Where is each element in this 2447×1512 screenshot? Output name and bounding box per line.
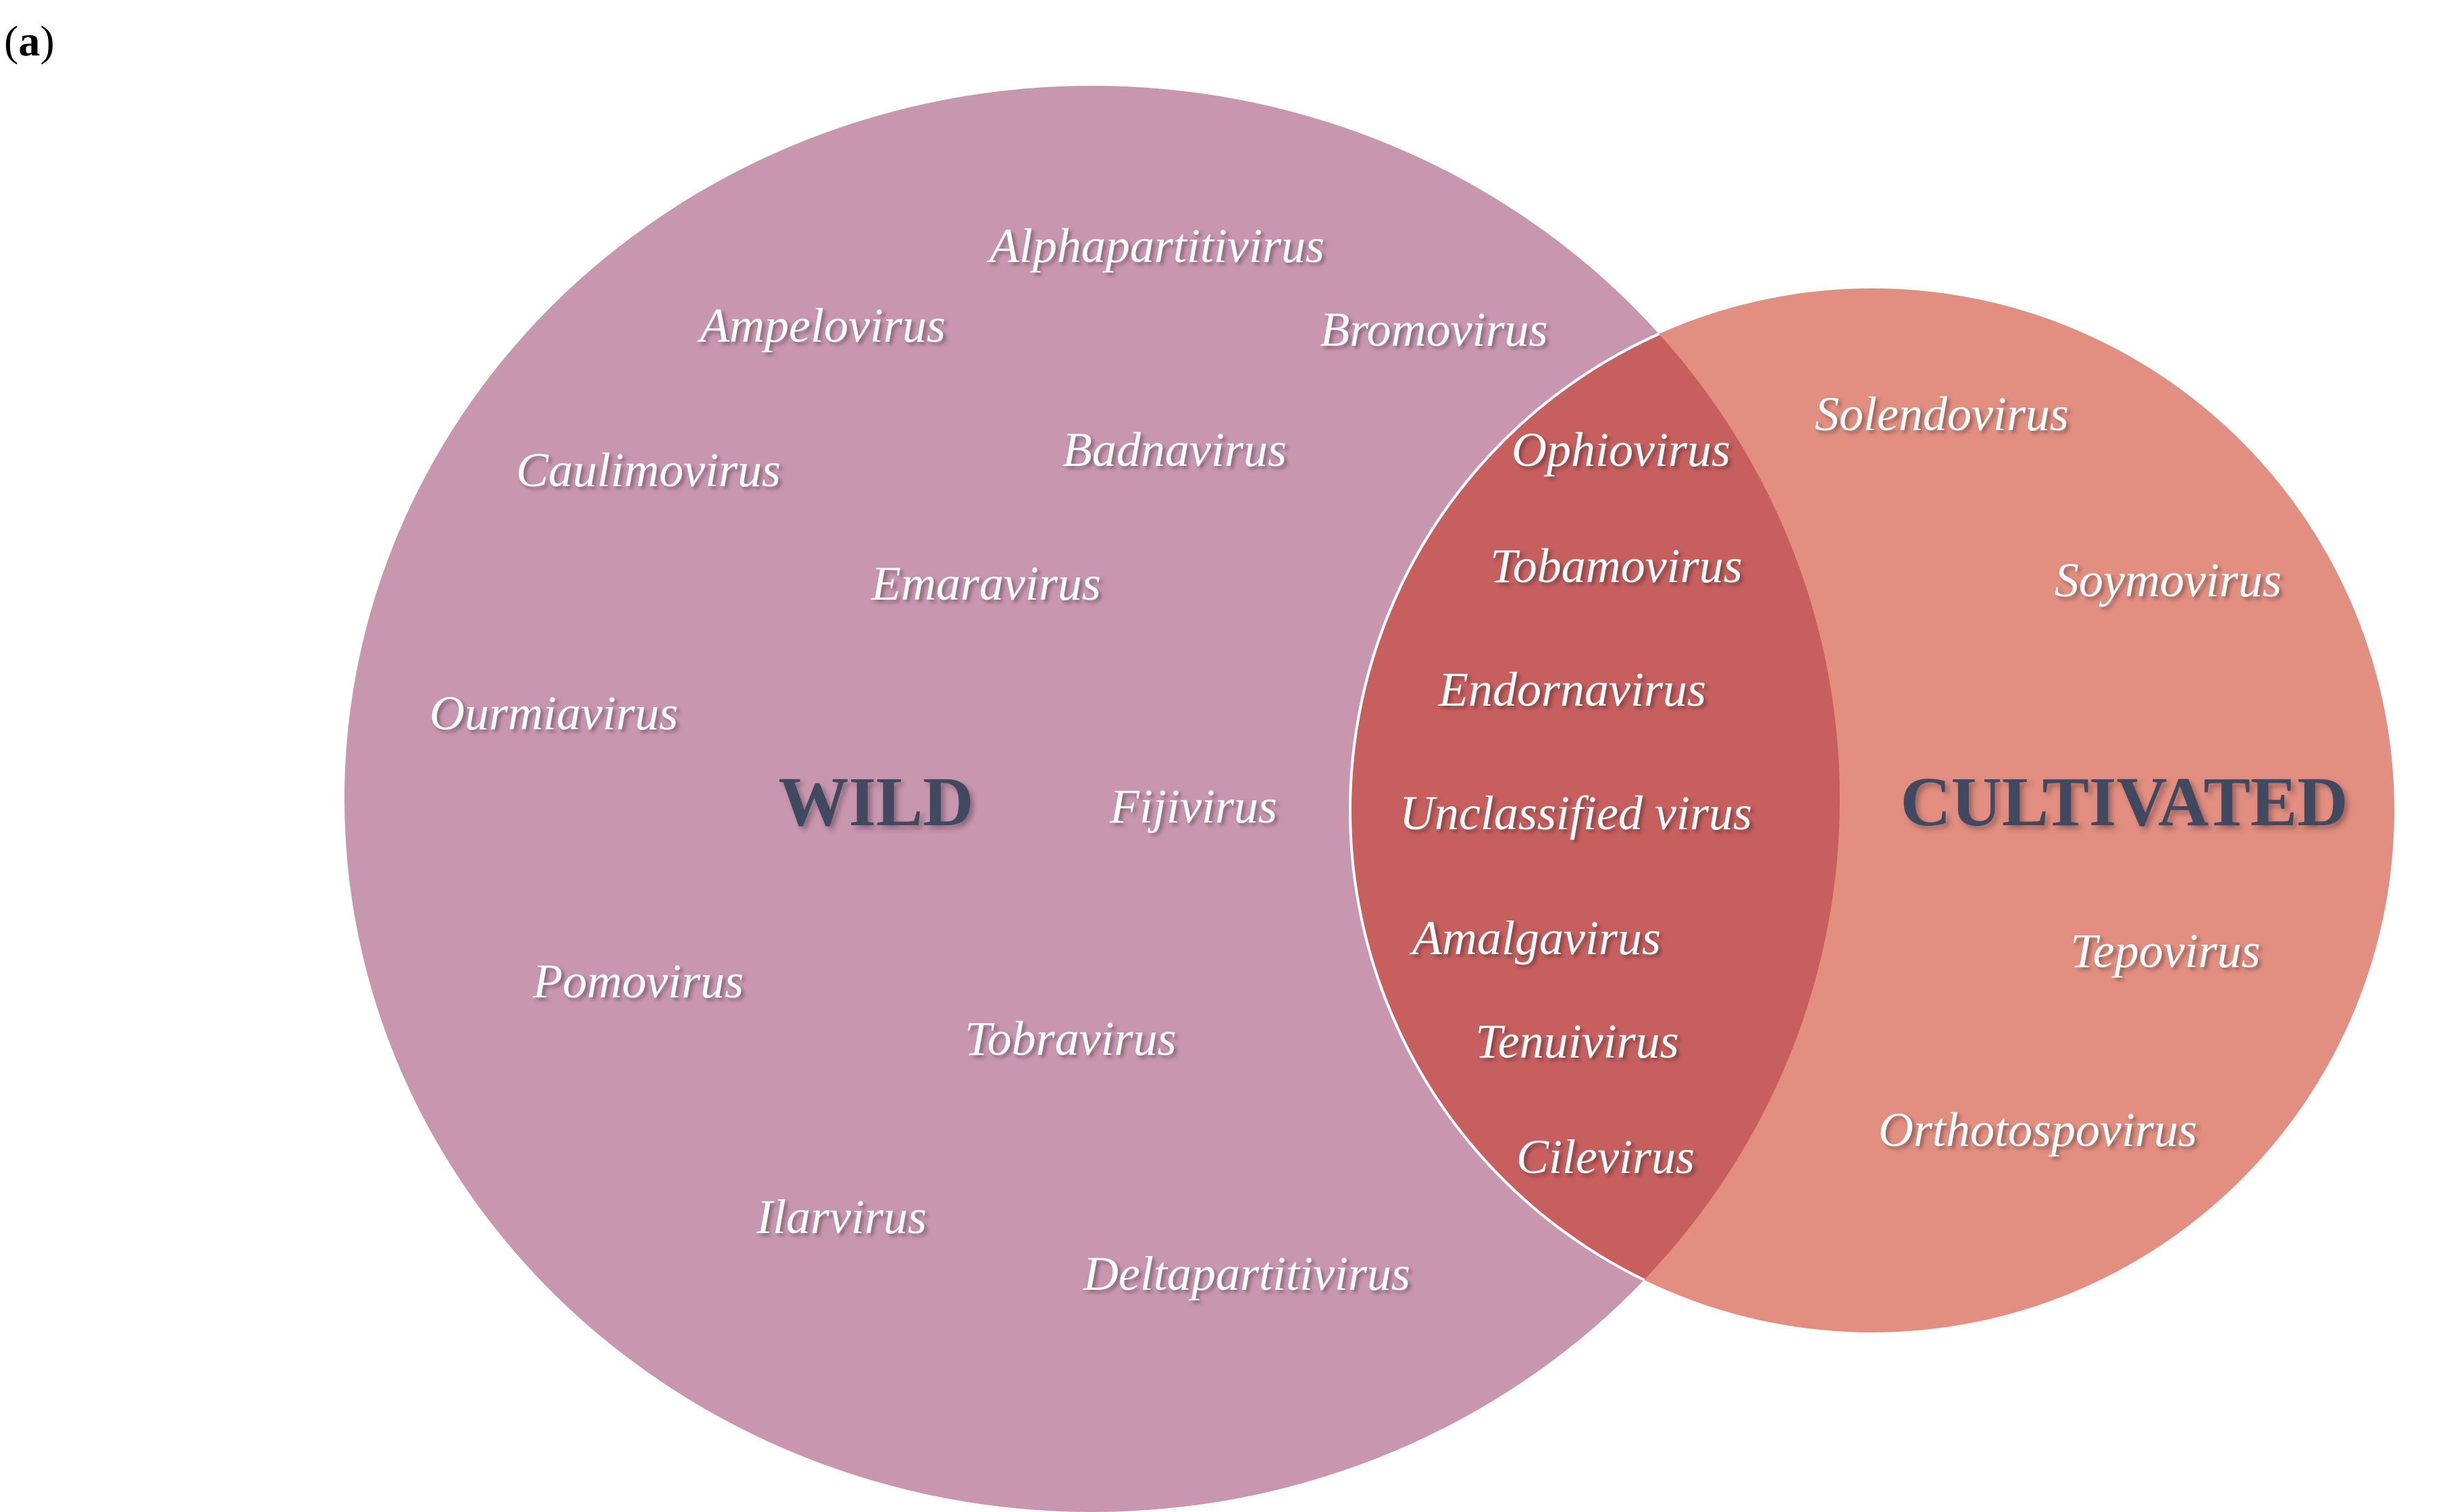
wild-genus-label: Deltapartitivirus (1083, 1247, 1410, 1301)
cultivated-genus-label: Soymovirus (2055, 553, 2282, 607)
wild-genus-label: Badnavirus (1062, 423, 1287, 477)
cultivated-genus-label: Orthotospovirus (1878, 1103, 2197, 1157)
shared-genus-label: Tobamovirus (1490, 539, 1742, 593)
wild-genus-label: Pomovirus (532, 954, 744, 1008)
cultivated-genera-group: Solendovirus Soymovirus Tepovirus Orthot… (1815, 387, 2282, 1157)
shared-genus-label: Ophiovirus (1512, 423, 1730, 477)
wild-circle (344, 86, 1840, 1512)
panel-label: (a) (4, 17, 55, 65)
wild-genus-label: Caulimovirus (516, 443, 781, 497)
wild-genus-label: Alphapartitivirus (987, 219, 1324, 273)
wild-genera-group: Alphapartitivirus Ampelovirus Bromovirus… (430, 219, 1548, 1301)
overlap-region (1350, 288, 1840, 1332)
shared-genus-label: Cilevirus (1516, 1130, 1695, 1184)
shared-genus-label: Endornavirus (1438, 662, 1706, 716)
wild-genus-label: Fijivirus (1109, 779, 1277, 833)
panel-label-close: ) (40, 17, 54, 65)
panel-label-letter: a (18, 17, 40, 65)
cultivated-circle-outline (1349, 287, 1840, 1334)
wild-genus-label: Ampelovirus (697, 298, 946, 353)
shared-genus-label: Amalgavirus (1410, 911, 1661, 965)
wild-genus-label: Emaravirus (871, 556, 1101, 610)
shared-genus-label: Tenuivirus (1475, 1014, 1678, 1068)
wild-set-title: WILD (779, 763, 974, 841)
shared-genus-label: Unclassified virus (1399, 786, 1752, 840)
shared-genera-group: Ophiovirus Tobamovirus Endornavirus Uncl… (1399, 423, 1752, 1184)
wild-genus-label: Bromovirus (1320, 303, 1547, 357)
cultivated-genus-label: Tepovirus (2070, 924, 2260, 978)
cultivated-set-title: CULTIVATED (1901, 763, 2348, 841)
wild-genus-label: Ourmiavirus (430, 686, 678, 740)
wild-genus-label: Ilarvirus (756, 1190, 927, 1244)
wild-genus-label: Tobravirus (964, 1012, 1176, 1066)
cultivated-genus-label: Solendovirus (1815, 387, 2069, 441)
panel-label-open: ( (4, 17, 18, 65)
